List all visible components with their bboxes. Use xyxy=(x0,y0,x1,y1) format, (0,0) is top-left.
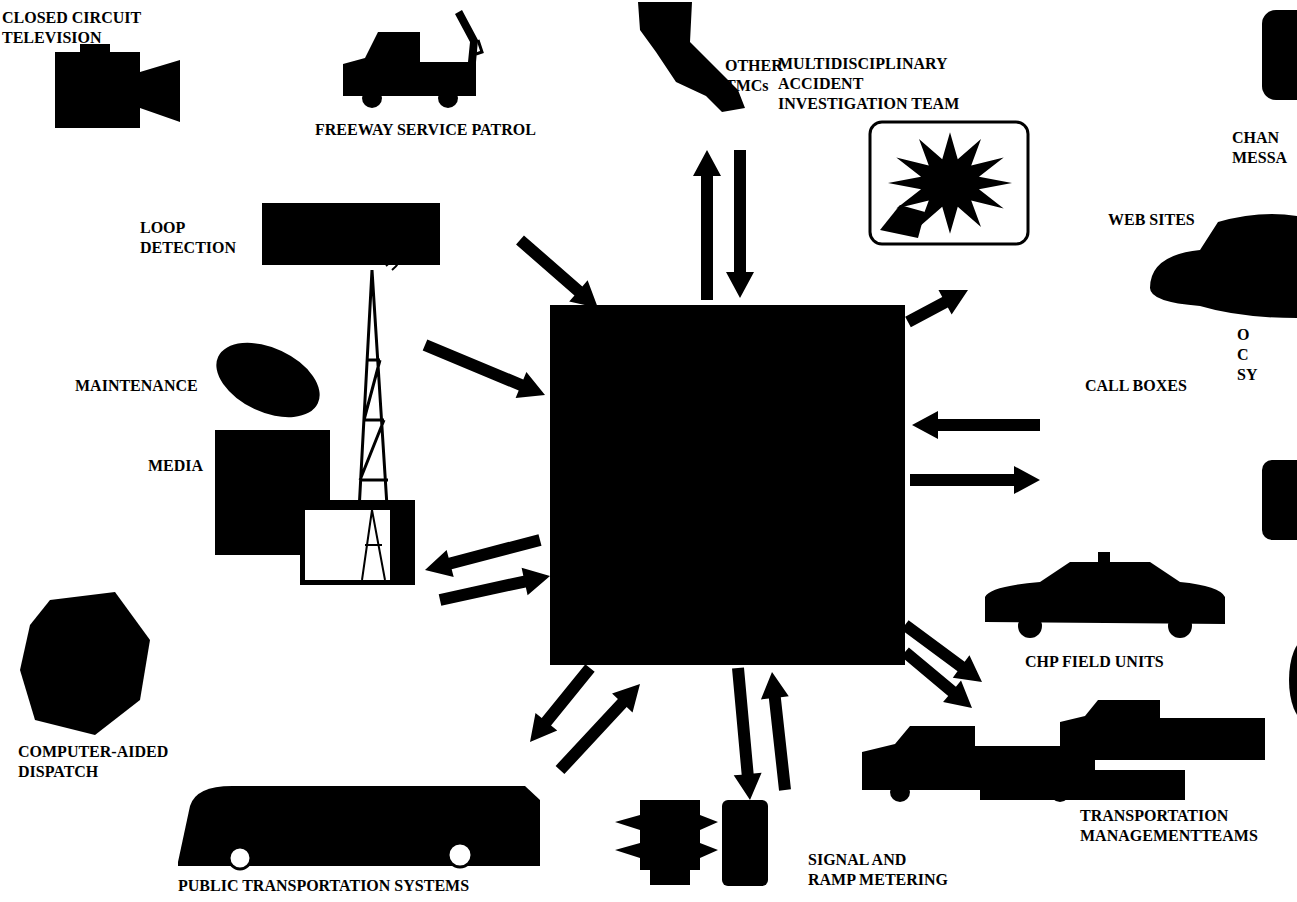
flow-arrow xyxy=(439,568,550,606)
dispatch-icon xyxy=(20,592,150,735)
flow-arrow xyxy=(901,647,972,708)
part-label: FREEWAY SERVICE PATROL xyxy=(315,120,536,140)
flow-arrow xyxy=(530,664,595,742)
part-label: SIGNAL AND RAMP METERING xyxy=(808,850,948,890)
part-label: O C SY xyxy=(1237,325,1257,385)
flow-arrow xyxy=(732,667,762,800)
part-label: CHP FIELD UNITS xyxy=(1025,652,1164,672)
label-line: MANAGEMENTTEAMS xyxy=(1080,826,1258,846)
label-line: MULTIDISCIPLINARY xyxy=(778,54,959,74)
label-line: INVESTIGATION TEAM xyxy=(778,94,959,114)
label-line: OTHER xyxy=(725,56,783,76)
label-line: MEDIA xyxy=(148,456,203,476)
flow-arrow xyxy=(556,684,640,774)
flow-arrow xyxy=(905,290,968,327)
flow-arrow xyxy=(693,150,721,300)
label-line: MAINTENANCE xyxy=(75,376,198,396)
label-line: C xyxy=(1237,345,1257,365)
message-sign-icon xyxy=(1262,10,1297,100)
accident-icon xyxy=(870,122,1028,244)
tmc-center-square xyxy=(550,305,905,665)
label-line: TRANSPORTATION xyxy=(1080,806,1258,826)
part-label: PUBLIC TRANSPORTATION SYSTEMS xyxy=(178,876,469,896)
part-label: COMPUTER-AIDED DISPATCH xyxy=(18,742,168,782)
label-line: CHAN xyxy=(1232,128,1287,148)
loop-detector-icon xyxy=(262,203,440,265)
flow-arrow xyxy=(516,235,598,308)
flow-arrow xyxy=(901,620,982,682)
label-line: CHP FIELD UNITS xyxy=(1025,652,1164,672)
camera-icon xyxy=(55,44,180,128)
part-label: MAINTENANCE xyxy=(75,376,198,396)
label-line: CLOSED CIRCUIT xyxy=(2,8,141,28)
part-label: CLOSED CIRCUIT TELEVISION xyxy=(2,8,141,48)
label-line: SIGNAL AND xyxy=(808,850,948,870)
trucks-icon xyxy=(862,700,1265,802)
flow-arrow xyxy=(423,339,545,397)
flow-arrow xyxy=(910,466,1040,494)
web-hat-icon xyxy=(1150,214,1297,318)
label-line: CALL BOXES xyxy=(1085,376,1187,396)
label-line: TMCs xyxy=(725,76,783,96)
part-label: CHAN MESSA xyxy=(1232,128,1287,168)
media-icon xyxy=(205,232,415,585)
call-box-icon xyxy=(1262,460,1297,540)
part-label: CALL BOXES xyxy=(1085,376,1187,396)
label-line: TELEVISION xyxy=(2,28,141,48)
bus-icon xyxy=(178,786,540,869)
label-line: SY xyxy=(1237,365,1257,385)
label-line: ACCIDENT xyxy=(778,74,959,94)
part-label: OTHER TMCs xyxy=(725,56,783,96)
label-line: MESSA xyxy=(1232,148,1287,168)
part-label: LOOP DETECTION xyxy=(140,218,236,258)
label-line: RAMP METERING xyxy=(808,870,948,890)
part-label: TRANSPORTATION MANAGEMENTTEAMS xyxy=(1080,806,1258,846)
part-label: MEDIA xyxy=(148,456,203,476)
flow-arrow xyxy=(761,672,791,791)
signal-ramp-icon xyxy=(615,800,768,886)
label-line: O xyxy=(1237,325,1257,345)
label-line: LOOP xyxy=(140,218,236,238)
other-icon xyxy=(1289,640,1297,720)
part-label: WEB SITES xyxy=(1108,210,1195,230)
label-line: COMPUTER-AIDED xyxy=(18,742,168,762)
part-label: MULTIDISCIPLINARY ACCIDENT INVESTIGATION… xyxy=(778,54,959,114)
label-line: WEB SITES xyxy=(1108,210,1195,230)
tow-truck-icon xyxy=(343,10,482,108)
flow-arrow xyxy=(726,150,754,298)
label-line: DISPATCH xyxy=(18,762,168,782)
label-line: FREEWAY SERVICE PATROL xyxy=(315,120,536,140)
label-line: DETECTION xyxy=(140,238,236,258)
chp-car-icon xyxy=(985,552,1225,638)
flow-arrow xyxy=(912,411,1040,439)
label-line: PUBLIC TRANSPORTATION SYSTEMS xyxy=(178,876,469,896)
